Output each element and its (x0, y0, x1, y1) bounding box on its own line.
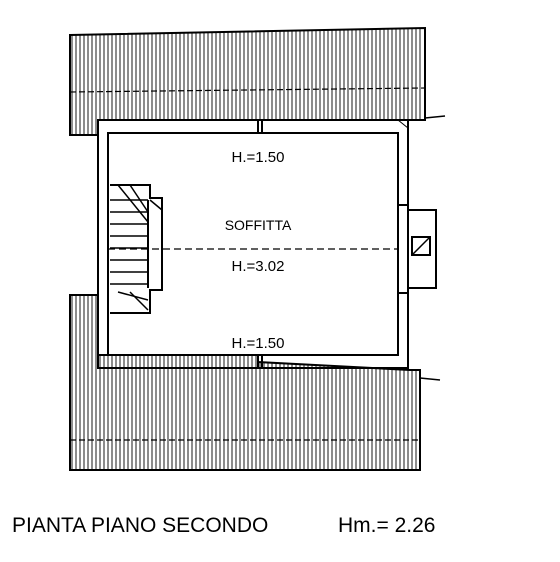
upper-roof-ridge-dashed (69, 87, 426, 93)
room-walls (97, 119, 409, 369)
mean-height-label: Hm.= 2.26 (338, 514, 435, 537)
staircase (110, 184, 163, 314)
height-label-top: H.=1.50 (232, 149, 285, 166)
plan-title: PIANTA PIANO SECONDO (12, 514, 268, 537)
chimney (397, 204, 437, 294)
upper-eave-line (424, 115, 446, 119)
lower-eave-line (419, 377, 441, 381)
height-label-bottom: H.=1.50 (232, 335, 285, 352)
height-label-center: H.=3.02 (232, 258, 285, 275)
room-name-label: SOFFITTA (225, 217, 292, 233)
upper-roof-slope (69, 26, 446, 136)
lower-roof-slope (69, 294, 441, 471)
